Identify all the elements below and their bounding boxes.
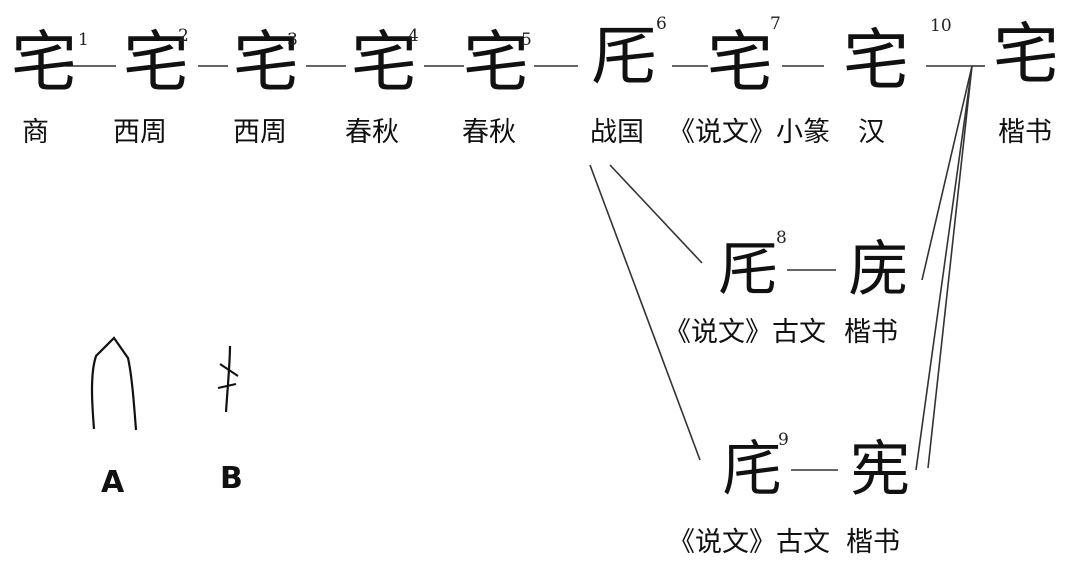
glyph-shuowen-xiaozhuan: 宅 (707, 24, 773, 101)
label-shuowen-xiaozhuan: 《说文》小篆 (668, 117, 830, 148)
label-kaishu-final: 楷书 (998, 117, 1052, 148)
label-kaishu-bottom: 楷书 (846, 527, 900, 558)
label-han: 汉 (858, 117, 885, 148)
label-shuowen-guwen-b: 《说文》古文 (668, 527, 830, 558)
connector-bottom-to-final-a (915, 65, 973, 471)
part-b-label: B (220, 461, 243, 496)
label-zhanguo: 战国 (590, 117, 644, 148)
label-shang: 商 (22, 117, 49, 148)
number-3: 3 (287, 30, 298, 50)
label-shuowen-guwen-a: 《说文》古文 (664, 317, 826, 348)
number-1: 1 (78, 30, 89, 50)
label-chunqiu-a: 春秋 (345, 117, 399, 148)
number-9: 9 (778, 430, 789, 450)
glyph-xizhou-a: 宅 (123, 24, 189, 101)
part-a-label: A (101, 465, 125, 500)
label-xizhou-b: 西周 (233, 117, 287, 148)
glyph-kaishu-bottom: 宪 (850, 435, 910, 505)
glyph-chunqiu-b: 宅 (463, 24, 529, 101)
part-a-roof-glyph (90, 336, 138, 431)
number-2: 2 (178, 26, 189, 46)
glyph-kaishu-mid: 庑 (848, 235, 908, 305)
glyph-chunqiu-a: 宅 (351, 24, 417, 101)
number-4: 4 (408, 26, 419, 46)
glyph-kaishu-final: 宅 (993, 16, 1059, 93)
label-kaishu-mid: 楷书 (844, 317, 898, 348)
number-6: 6 (656, 14, 667, 34)
connector-6-to-8 (609, 164, 703, 264)
connector-mid-to-final (921, 65, 973, 281)
part-b-zhe-glyph (217, 345, 239, 413)
number-7: 7 (770, 14, 781, 34)
glyph-zhanguo: 厇 (591, 18, 657, 95)
glyph-shang: 宅 (11, 24, 77, 101)
number-10: 10 (930, 16, 952, 36)
label-chunqiu-b: 春秋 (462, 117, 516, 148)
number-8: 8 (776, 228, 787, 248)
connector-bottom-to-final-b (927, 65, 973, 469)
glyph-han: 宅 (843, 22, 909, 99)
glyph-xizhou-b: 宅 (233, 24, 299, 101)
glyph-shuowen-guwen-b: 㡯 (722, 435, 782, 505)
glyph-shuowen-guwen-a: 厇 (718, 235, 778, 305)
label-xizhou-a: 西周 (113, 117, 167, 148)
connector-6-to-9 (589, 164, 701, 461)
number-5: 5 (521, 30, 532, 50)
